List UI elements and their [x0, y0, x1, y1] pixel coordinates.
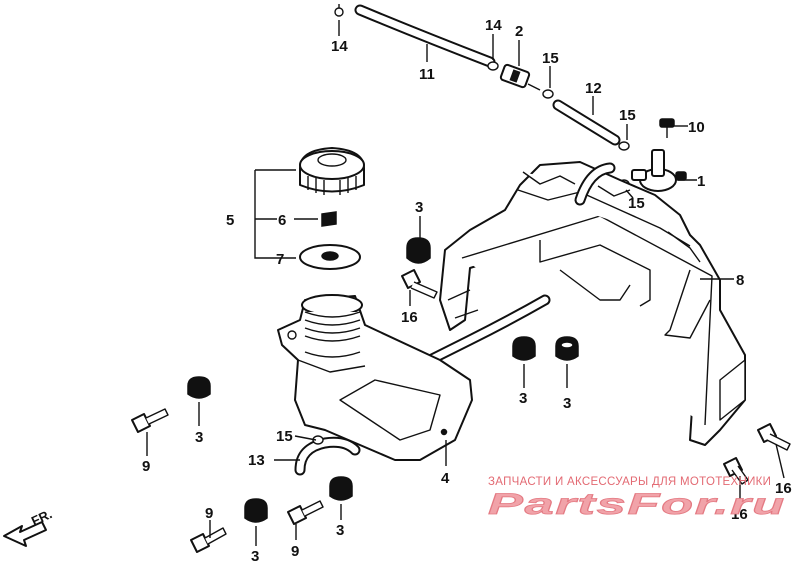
label-10: 10 — [688, 119, 705, 136]
grommet-3-bottom-right — [329, 476, 353, 501]
bolt-16-frame — [401, 269, 438, 299]
fuel-filter-2 — [499, 63, 541, 91]
leader-lines — [146, 20, 785, 546]
clip-14-right — [487, 61, 499, 71]
label-14-top: 14 — [331, 38, 348, 55]
watermark: ЗАПЧАСТИ И АКСЕССУАРЫ ДЛЯ МОТОТЕХНИКИ Pa… — [488, 476, 786, 521]
label-1: 1 — [697, 173, 705, 190]
fuel-cap-5 — [299, 147, 365, 195]
label-13: 13 — [248, 452, 265, 469]
label-9-bottom-mid: 9 — [291, 543, 299, 560]
label-3-frame: 3 — [415, 199, 423, 216]
grommet-3-frame-left — [406, 237, 431, 264]
hose-12 — [552, 99, 621, 146]
hose-13 — [294, 436, 361, 476]
label-3-bottom-right: 3 — [336, 522, 344, 539]
fuel-valve-1 — [631, 149, 687, 192]
hose-11 — [354, 4, 496, 68]
bolt-9-bottom-mid — [287, 500, 324, 525]
label-2: 2 — [515, 23, 523, 40]
label-5: 5 — [226, 212, 234, 229]
label-3-bottom-left: 3 — [251, 548, 259, 565]
grommet-3-mid-right — [555, 336, 579, 361]
front-direction-arrow: FR. — [3, 506, 54, 547]
label-16-right-lower: 16 — [731, 506, 748, 523]
front-direction-label: FR. — [29, 506, 54, 528]
bolt-9-bottom-left — [190, 527, 227, 553]
label-11: 11 — [419, 66, 435, 83]
fuel-tank-4 — [277, 294, 473, 461]
valve-hose — [574, 162, 616, 206]
clip-15-upper — [542, 89, 554, 99]
clip-14-top — [334, 4, 344, 17]
clip-15-right — [618, 141, 630, 151]
gasket-6 — [321, 211, 337, 227]
label-16-right-upper: 16 — [775, 480, 792, 497]
label-15-frame: 15 — [628, 195, 645, 212]
frame-8 — [439, 161, 746, 446]
bolt-9-left — [131, 408, 169, 433]
label-15-lower: 15 — [276, 428, 293, 445]
label-3-mid-left: 3 — [519, 390, 527, 407]
label-7: 7 — [276, 251, 284, 268]
grommet-3-bottom-left — [244, 498, 268, 523]
cap-seal-7 — [299, 244, 361, 270]
bracket-5 — [254, 169, 318, 259]
frame-hose — [424, 294, 551, 366]
watermark-logo: PartsFor.ru — [488, 488, 786, 521]
label-4: 4 — [441, 470, 450, 487]
label-3-mid-right: 3 — [563, 395, 571, 412]
grommet-3-mid-left — [512, 336, 536, 361]
label-16-frame: 16 — [401, 309, 418, 326]
label-6: 6 — [278, 212, 286, 229]
label-8: 8 — [736, 272, 744, 289]
label-9-bottom-left: 9 — [205, 505, 213, 522]
label-12: 12 — [585, 80, 602, 97]
screw-10 — [659, 118, 675, 138]
label-14-right: 14 — [485, 17, 502, 34]
label-9-left: 9 — [142, 458, 150, 475]
bolt-16-right-upper — [757, 423, 791, 451]
label-15-upper: 15 — [542, 50, 559, 67]
watermark-tagline: ЗАПЧАСТИ И АКСЕССУАРЫ ДЛЯ МОТОТЕХНИКИ — [488, 476, 771, 488]
grommet-3-left — [187, 376, 211, 399]
label-15-right: 15 — [619, 107, 636, 124]
bolt-16-right-lower — [723, 457, 749, 485]
label-3-left: 3 — [195, 429, 203, 446]
